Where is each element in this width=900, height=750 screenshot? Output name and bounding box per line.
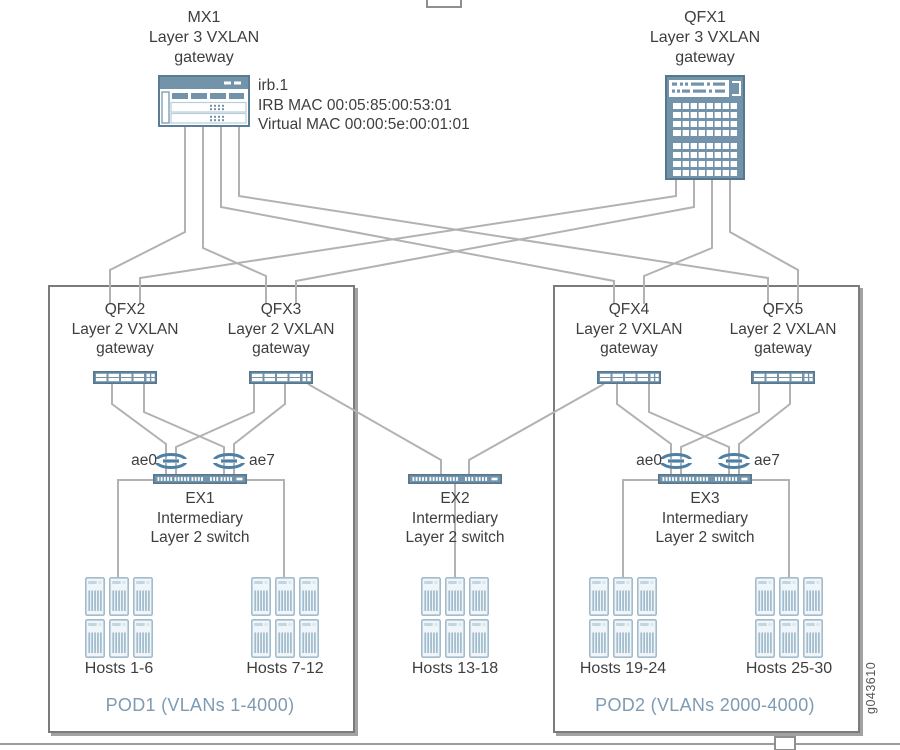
- hosts-13-18-label: Hosts 13-18: [411, 660, 499, 677]
- virtual-mac: Virtual MAC 00:00:5e:00:01:01: [258, 116, 470, 133]
- qfx1-chassis-icon: [666, 76, 744, 179]
- ex3-label: EX3 Intermediary Layer 2 switch: [655, 490, 755, 546]
- ex1-label: EX1 Intermediary Layer 2 switch: [150, 490, 250, 546]
- qfx5-label: QFX5 Layer 2 VXLAN gateway: [729, 301, 837, 357]
- ex2-label: EX2 Intermediary Layer 2 switch: [405, 490, 505, 546]
- hosts-25-30-label: Hosts 25-30: [745, 660, 833, 677]
- link-mx1-qfx4: [220, 127, 615, 304]
- irb-annotation: irb.1 IRB MAC 00:05:85:00:53:01 Virtual …: [258, 76, 470, 135]
- top-clipped-box: [426, 0, 462, 8]
- pod1-ae0-label: ae0: [131, 452, 157, 469]
- mx1-router-icon: [158, 75, 250, 127]
- link-mx1-qfx3: [202, 127, 267, 304]
- pod2-ae0-label: ae0: [636, 452, 662, 469]
- ex2-switch-icon: [407, 473, 503, 485]
- hosts-13-18-icons: [420, 576, 490, 659]
- irb-interface: irb.1: [258, 77, 289, 94]
- qfx1-label: QFX1 Layer 3 VXLAN gateway: [649, 9, 761, 66]
- mx1-label: MX1 Layer 3 VXLAN gateway: [148, 9, 260, 66]
- irb-mac: IRB MAC 00:05:85:00:53:01: [258, 96, 452, 114]
- qfx2-label: QFX2 Layer 2 VXLAN gateway: [71, 301, 179, 357]
- qfx4-label: QFX4 Layer 2 VXLAN gateway: [575, 301, 683, 357]
- link-mx1-qfx5: [238, 127, 769, 304]
- link-mx1-qfx2: [109, 127, 186, 304]
- mx1-title: MX1: [187, 9, 221, 26]
- bottom-divider-handle: [774, 736, 796, 750]
- hosts-19-24-label: Hosts 19-24: [579, 660, 667, 677]
- pod2-label: POD2 (VLANs 2000-4000): [595, 695, 815, 715]
- qfx3-label: QFX3 Layer 2 VXLAN gateway: [227, 301, 335, 357]
- qfx1-title: QFX1: [684, 9, 726, 26]
- pod1-label: POD1 (VLANs 1-4000): [105, 695, 295, 715]
- hosts-7-12-label: Hosts 7-12: [246, 660, 324, 677]
- pod2-ae7-label: ae7: [754, 452, 780, 469]
- pod1-ae7-label: ae7: [249, 452, 275, 469]
- hosts-1-6-label: Hosts 1-6: [84, 660, 154, 677]
- figure-id-watermark: g043610: [864, 661, 878, 714]
